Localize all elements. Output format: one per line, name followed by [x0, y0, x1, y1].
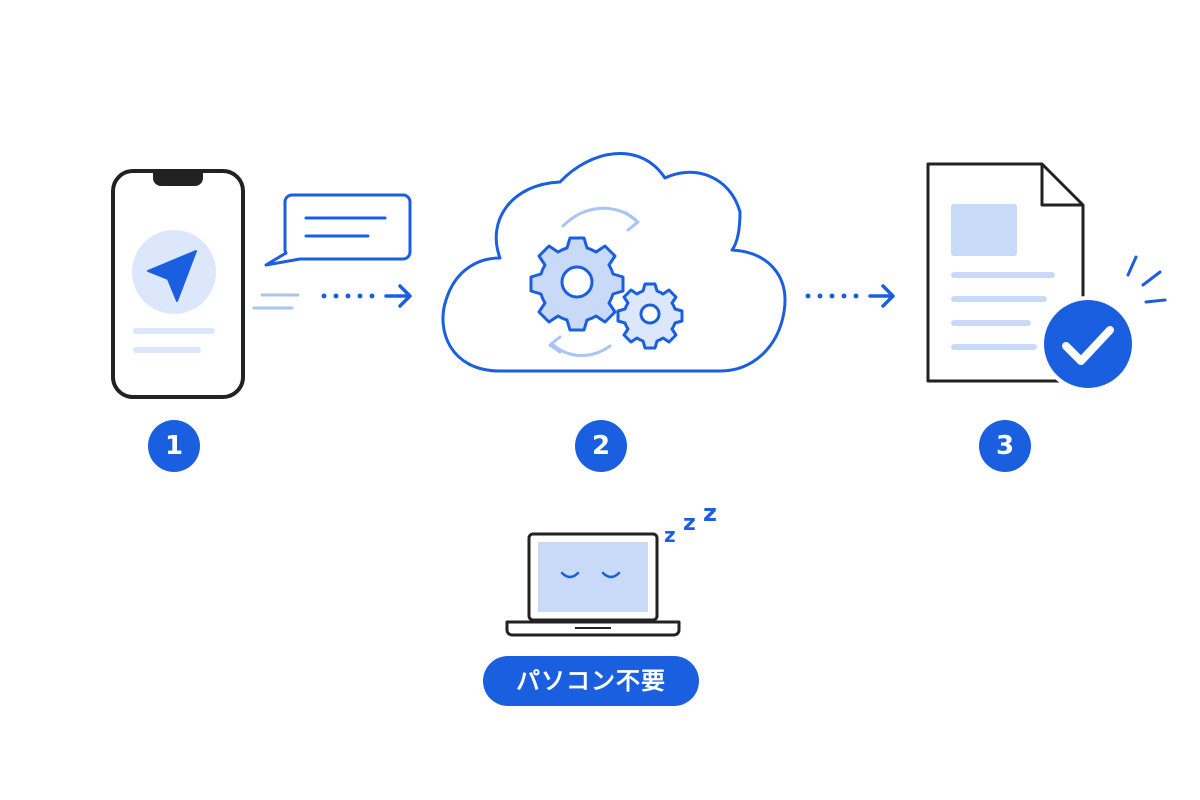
- sleeping-laptop-icon: [505, 532, 681, 637]
- sparkle-lines: [1126, 255, 1167, 304]
- cloud-icon: [441, 152, 787, 373]
- sync-arrows-icon: [548, 206, 640, 358]
- check-circle-icon: [1040, 296, 1136, 392]
- large-gear-icon: [529, 236, 625, 332]
- step-2-badge: 2: [575, 420, 627, 472]
- message-bubble-icon: [264, 193, 412, 267]
- dotted-arrow-2: [805, 284, 895, 308]
- sleep-z-large: z: [703, 499, 717, 527]
- sleep-z-small: z: [664, 523, 676, 547]
- no-pc-required-badge: パソコン不要: [483, 656, 699, 706]
- closed-eye-left-icon: [560, 571, 580, 579]
- step-1-badge: 1: [148, 420, 200, 472]
- motion-lines: [252, 293, 300, 310]
- smartphone-icon: [111, 169, 245, 399]
- small-gear-icon: [616, 282, 684, 350]
- dotted-arrow-1: [321, 284, 412, 308]
- closed-eye-right-icon: [601, 571, 621, 579]
- paper-plane-icon: [147, 250, 197, 302]
- sleep-z-medium: z: [683, 511, 696, 536]
- step-3-badge: 3: [979, 420, 1031, 472]
